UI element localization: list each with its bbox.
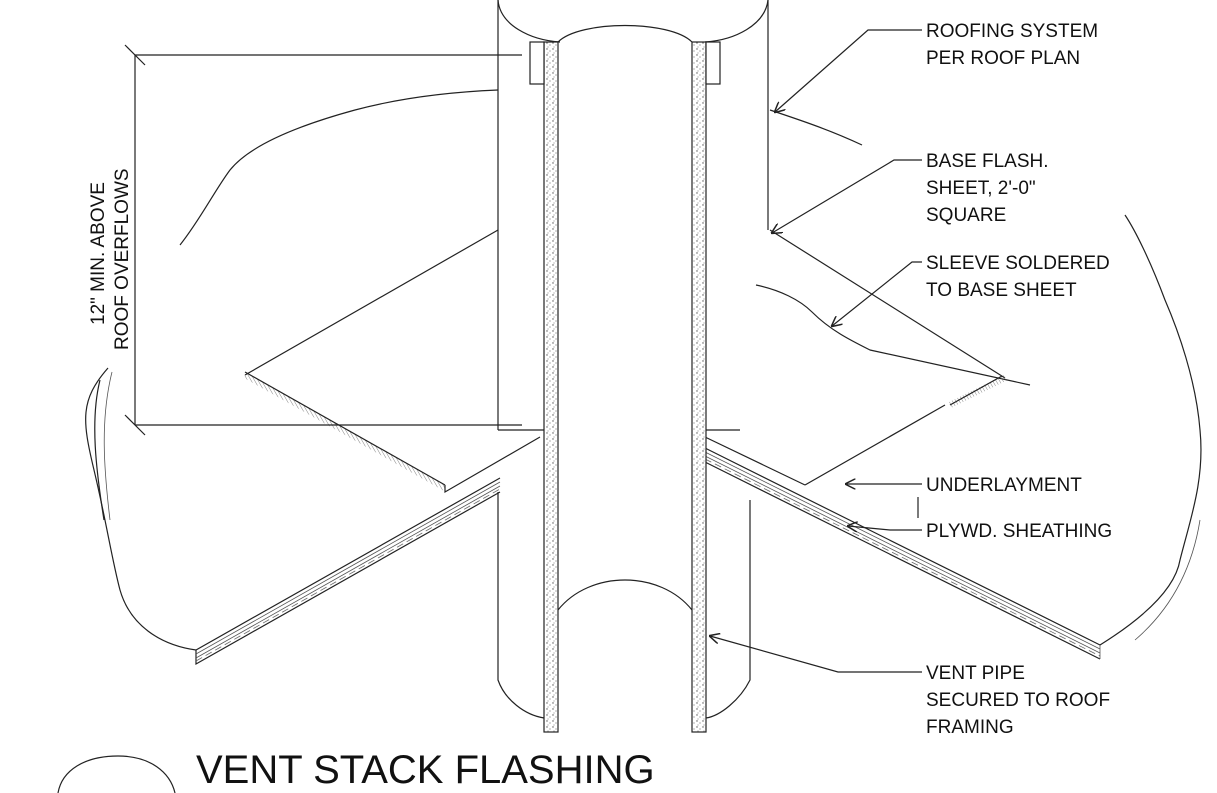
callout-sleeve: SLEEVE SOLDERED TO BASE SHEET (926, 253, 1110, 301)
roof-deck-left (85, 367, 501, 666)
callout-vent-pipe-line1: VENT PIPE (926, 663, 1025, 684)
drawing-title: VENT STACK FLASHING (196, 748, 655, 792)
callout-vent-pipe-line3: FRAMING (926, 717, 1014, 738)
callout-roofing-line1: ROOFING SYSTEM (926, 21, 1098, 42)
dimension-12-min: 12" MIN. ABOVE ROOF OVERFLOWS (88, 44, 522, 436)
leaders (710, 29, 922, 673)
callout-base-flash-line1: BASE FLASH. (926, 151, 1049, 172)
callout-base-flash-line3: SQUARE (926, 205, 1006, 226)
detail-bubble (57, 755, 176, 793)
callout-roofing-system: ROOFING SYSTEM PER ROOF PLAN (926, 21, 1098, 69)
callout-underlayment: UNDERLAYMENT (926, 475, 1082, 496)
callout-sheathing-line1: PLYWD. SHEATHING (926, 521, 1112, 542)
vent-pipe (497, 0, 769, 733)
callout-base-flash-sheet: BASE FLASH. SHEET, 2'-0" SQUARE (926, 151, 1049, 226)
callout-plywood-sheathing: PLYWD. SHEATHING (926, 521, 1112, 542)
callout-vent-pipe: VENT PIPE SECURED TO ROOF FRAMING (926, 663, 1110, 738)
roof-deck-right (704, 214, 1202, 660)
title-block: VENT STACK FLASHING (57, 748, 655, 793)
callout-vent-pipe-line2: SECURED TO ROOF (926, 690, 1110, 711)
roofing-system-sheet (179, 89, 1031, 386)
callout-sleeve-line2: TO BASE SHEET (926, 280, 1077, 301)
callout-sleeve-line1: SLEEVE SOLDERED (926, 253, 1110, 274)
callout-roofing-line2: PER ROOF PLAN (926, 48, 1080, 69)
callout-base-flash-line2: SHEET, 2'-0" (926, 178, 1036, 199)
dimension-label-line2: ROOF OVERFLOWS (112, 168, 133, 350)
dimension-label-line1: 12" MIN. ABOVE (88, 182, 109, 325)
callout-underlayment-line1: UNDERLAYMENT (926, 475, 1082, 496)
base-flash-sheet (243, 229, 1007, 494)
